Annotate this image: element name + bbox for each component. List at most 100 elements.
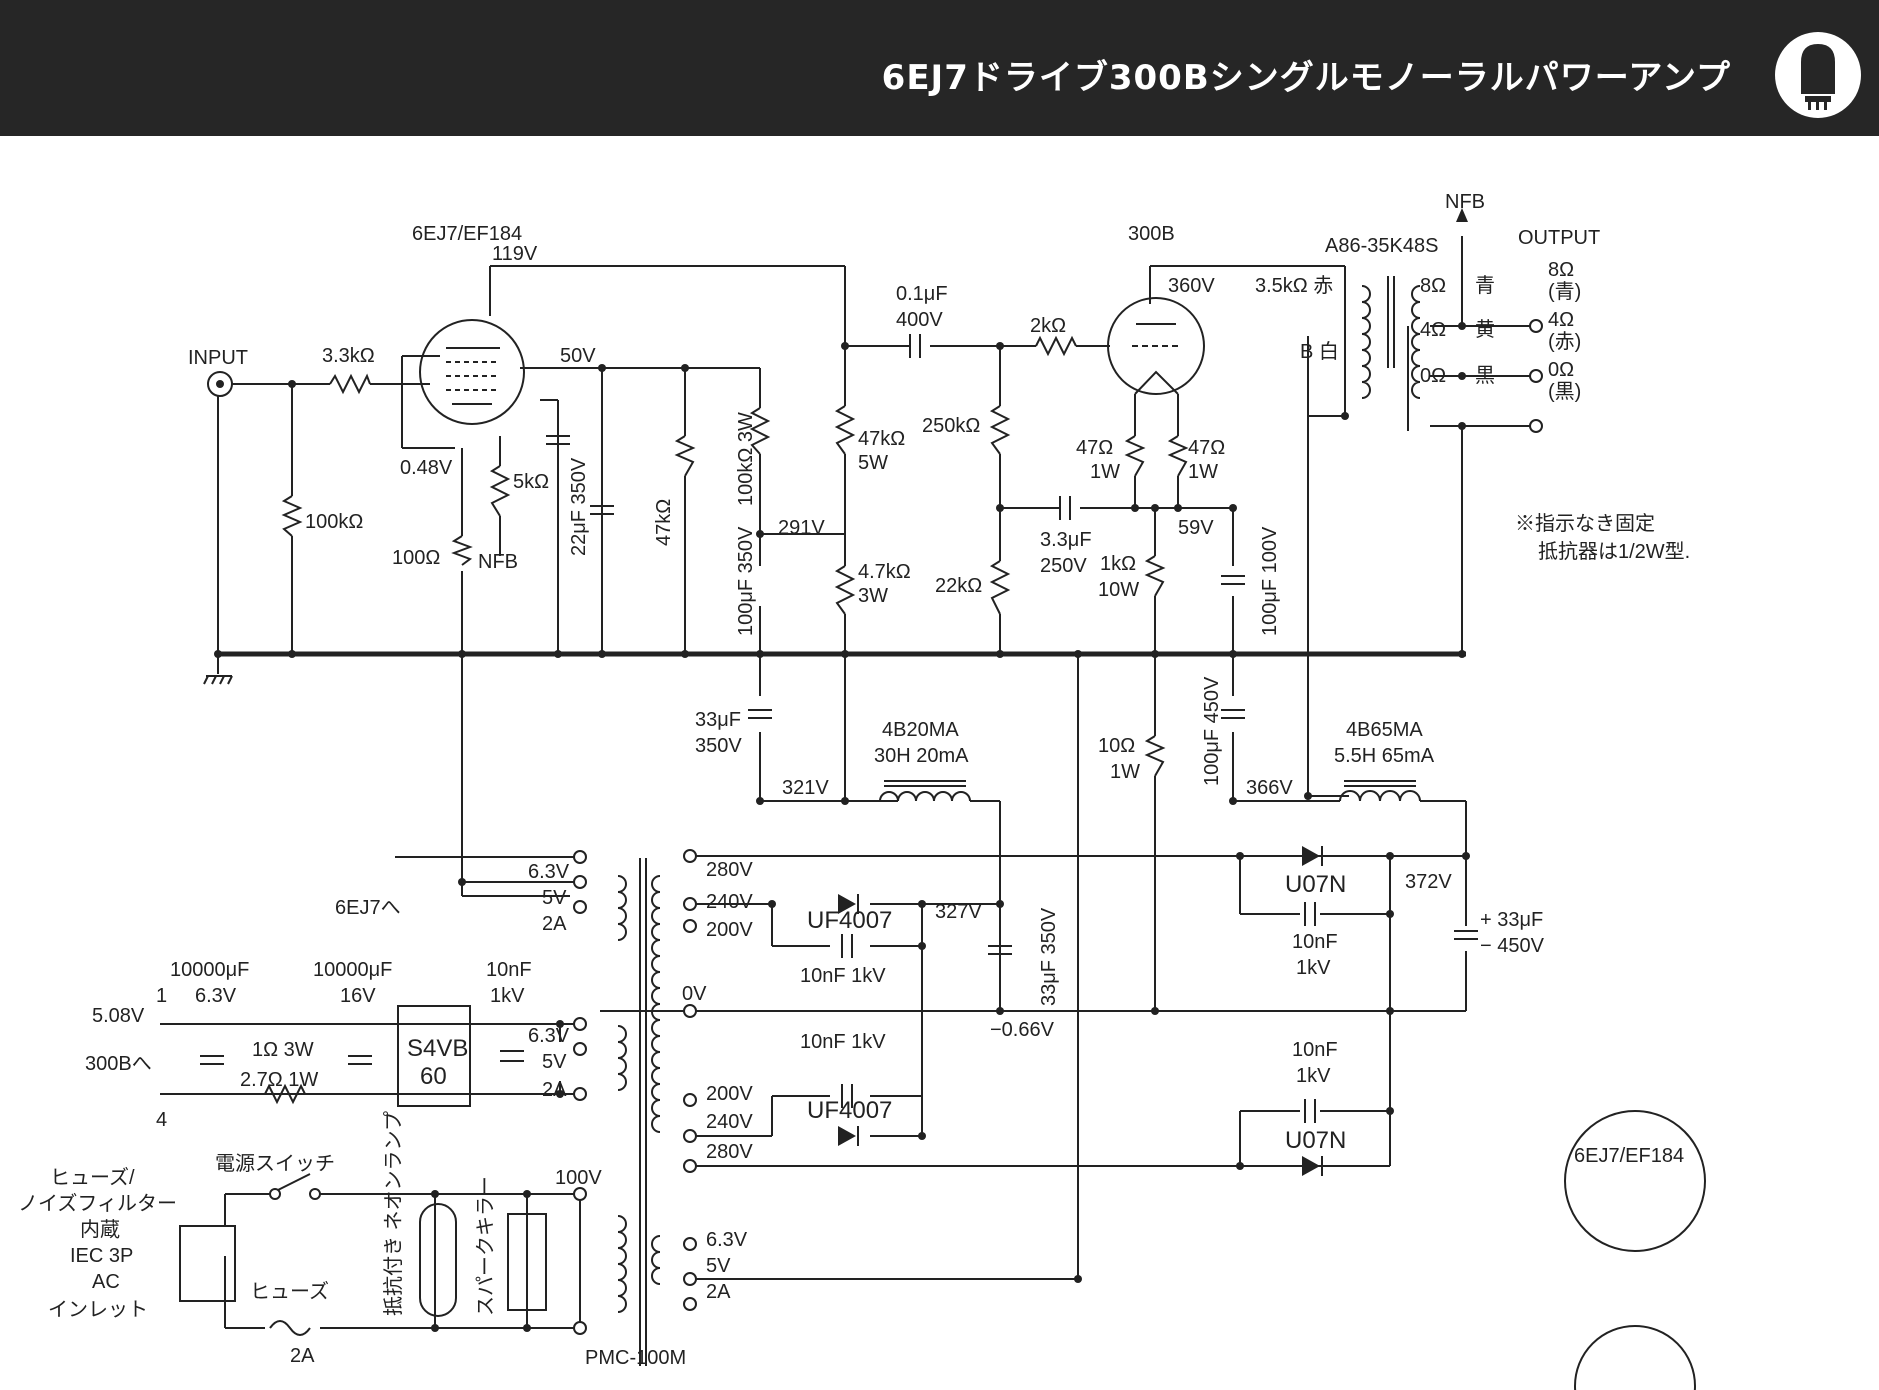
capacitor-33uf-250v xyxy=(1059,496,1071,520)
label-r-100k3w: 100kΩ 3W xyxy=(735,412,757,506)
capacitor-01uf xyxy=(909,334,921,358)
label-r-47k: 47kΩ xyxy=(653,499,675,546)
fuse-symbol xyxy=(269,1320,311,1336)
label-c-100-100: 100μF 100V xyxy=(1259,526,1281,636)
iec-inlet-symbol xyxy=(179,1225,236,1302)
label-c-10nf-b: 1kV xyxy=(490,985,525,1007)
label-d-uf-top: UF4007 xyxy=(807,907,892,934)
label-pt-2ab: 2A xyxy=(542,1079,567,1101)
junction-dots xyxy=(214,322,1470,1332)
page-title: 6EJ7ドライブ300Bシングルモノーラルパワーアンプ xyxy=(881,58,1731,98)
spark-killer-symbol xyxy=(507,1213,547,1311)
schematic-wires xyxy=(160,236,1530,1329)
label-r-10-a: 10Ω xyxy=(1098,735,1135,757)
output-transformer xyxy=(1361,208,1468,399)
input-jack[interactable] xyxy=(207,371,233,397)
label-out-0c: (黒) xyxy=(1548,381,1581,403)
amplifier-schematic: 6EJ7/EF184 300B INPUT NFB OUTPUT A86-35K… xyxy=(18,191,1706,1390)
label-tap-4c: 黄 xyxy=(1475,318,1495,341)
label-c-33-250-b: 250V xyxy=(1040,555,1087,577)
label-note-1: ※指示なき固定 xyxy=(1515,512,1655,535)
label-opt-model: A86-35K48S xyxy=(1325,235,1438,257)
vacuum-tube-icon xyxy=(1775,32,1861,118)
resistor-4k7-3w xyxy=(834,565,856,615)
label-pt-5c: 5V xyxy=(706,1255,731,1277)
label-tube-6ej7: 6EJ7/EF184 xyxy=(412,223,522,245)
resistor-100r xyxy=(451,535,473,566)
label-r-47k3w-b: 3W xyxy=(858,585,888,607)
label-opt-b: B 白 xyxy=(1300,340,1339,363)
label-pt-63b: 6.3V xyxy=(528,1025,570,1047)
diodes xyxy=(838,846,1323,1176)
label-pt-5: 5V xyxy=(542,887,567,909)
resistor-100k-3w xyxy=(749,407,771,455)
label-d-u07-bot: U07N xyxy=(1285,1127,1346,1154)
label-c-u07-bot-a: 10nF xyxy=(1292,1039,1338,1061)
diode-u07n-bot xyxy=(1302,1156,1323,1176)
capacitors xyxy=(200,334,1478,1123)
label-pin1: 1 xyxy=(156,985,167,1007)
label-pt-200b: 200V xyxy=(706,1083,753,1105)
label-c-33-350-b: 350V xyxy=(695,735,742,757)
label-power-switch: 電源スイッチ xyxy=(215,1152,335,1175)
label-tap-0c: 黒 xyxy=(1475,365,1495,387)
label-d-uf-bot: UF4007 xyxy=(807,1097,892,1124)
label-r-47k3w-a: 4.7kΩ xyxy=(858,561,911,583)
resistor-3k3 xyxy=(329,373,371,395)
label-v-048: 0.48V xyxy=(400,457,453,479)
label-c-33-350v: 33μF 350V xyxy=(1038,907,1060,1006)
label-pt-280: 280V xyxy=(706,859,753,881)
label-tap-8c: 青 xyxy=(1475,274,1495,297)
label-c-100-450: 100μF 450V xyxy=(1201,676,1223,786)
label-tap-4: 4Ω xyxy=(1420,319,1446,341)
label-fuse-filter-1: ヒューズ/ xyxy=(50,1166,135,1189)
label-pt-2ac: 2A xyxy=(706,1281,731,1303)
capacitor-100uf-450v xyxy=(1221,709,1245,719)
capacitor-33uf-350v-b xyxy=(988,945,1012,955)
label-v-327: 327V xyxy=(935,901,982,923)
label-pt-280b: 280V xyxy=(706,1141,753,1163)
label-r-1k-a: 1kΩ xyxy=(1100,553,1136,575)
label-r-1k-b: 10W xyxy=(1098,579,1139,601)
output-terminals[interactable] xyxy=(1529,319,1543,433)
label-out-4c: (赤) xyxy=(1548,330,1581,353)
resistors xyxy=(264,335,1189,1105)
label-c-uf-bot: 10nF 1kV xyxy=(800,1031,886,1053)
label-v-119: 119V xyxy=(492,243,538,265)
label-r-47k5w-b: 5W xyxy=(858,452,888,474)
capacitor-10nf-uf-bot xyxy=(841,1084,853,1108)
label-r-2k: 2kΩ xyxy=(1030,315,1066,337)
capacitor-10nf-u07-top xyxy=(1304,902,1316,926)
label-iec-2: AC xyxy=(92,1271,120,1293)
power-switch-symbol[interactable] xyxy=(269,1173,321,1200)
resistor-250k xyxy=(989,405,1011,455)
label-pt-0: 0V xyxy=(682,983,707,1005)
label-c-10000-a2: 6.3V xyxy=(195,985,237,1007)
label-v-m066: −0.66V xyxy=(990,1019,1055,1041)
label-bridge-a: S4VB xyxy=(407,1035,468,1062)
label-fuse-rating: 2A xyxy=(290,1345,315,1367)
resistor-10r xyxy=(1144,735,1166,777)
label-v-508: 5.08V xyxy=(92,1005,145,1027)
label-c-u07-top-b: 1kV xyxy=(1296,957,1331,979)
label-c-u07-bot-b: 1kV xyxy=(1296,1065,1331,1087)
label-pt-2a: 2A xyxy=(542,913,567,935)
capacitor-10nf-uf-top xyxy=(841,934,853,958)
label-out-8: 8Ω xyxy=(1548,259,1574,281)
capacitor-100uf-100v xyxy=(1221,575,1245,585)
pinout-300b xyxy=(1574,1325,1696,1390)
label-iec-1: IEC 3P xyxy=(70,1245,133,1267)
label-c-01-b: 400V xyxy=(896,309,943,331)
label-r-47k5w-a: 47kΩ xyxy=(858,428,905,450)
resistor-22k xyxy=(989,560,1011,615)
label-c-10nf-a: 10nF xyxy=(486,959,532,981)
diode-uf4007-bot xyxy=(838,1126,859,1146)
label-pt-63c: 6.3V xyxy=(706,1229,748,1251)
label-out-0: 0Ω xyxy=(1548,359,1574,381)
label-v-360: 360V xyxy=(1168,275,1215,297)
label-fuse-filter-2: ノイズフィルター xyxy=(18,1192,177,1215)
resistor-5k xyxy=(489,465,511,517)
label-opt-primary: 3.5kΩ 赤 xyxy=(1255,274,1333,297)
label-fuse: ヒューズ xyxy=(250,1280,329,1303)
label-bridge-b: 60 xyxy=(420,1063,447,1090)
